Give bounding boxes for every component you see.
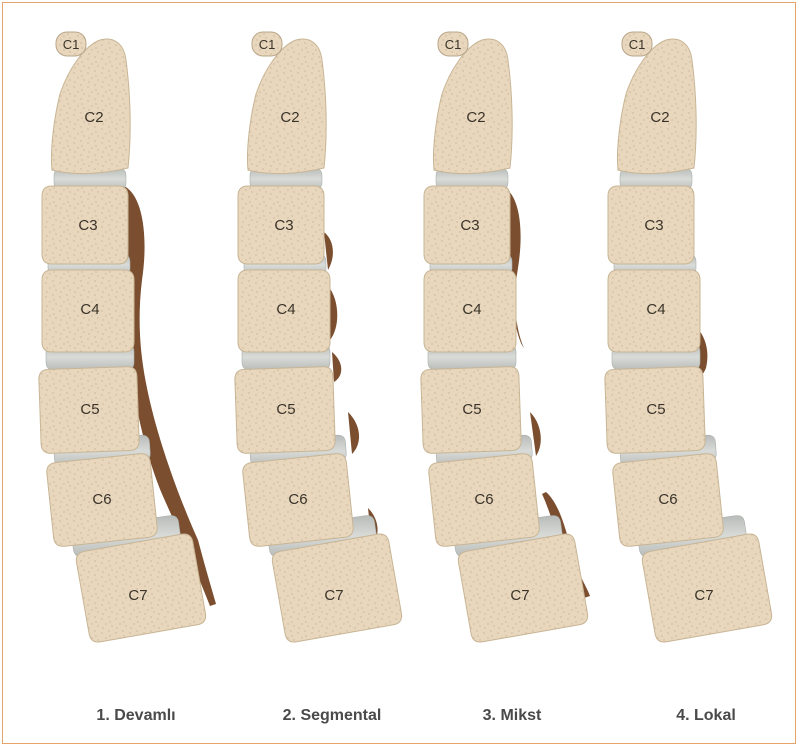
vertebra-label-c2: C2 xyxy=(280,109,299,126)
vertebra-label-c1: C1 xyxy=(63,37,80,52)
vertebra-label-c5: C5 xyxy=(462,401,481,418)
caption-lokal: 4. Lokal xyxy=(676,707,736,725)
vertebra-label-c2: C2 xyxy=(650,109,669,126)
vertebra-label-c6: C6 xyxy=(92,491,111,508)
vertebra-label-c7: C7 xyxy=(510,587,529,604)
vertebra-label-c6: C6 xyxy=(658,491,677,508)
vertebra-label-c3: C3 xyxy=(78,217,97,234)
vertebra-label-c3: C3 xyxy=(460,217,479,234)
vertebra-label-c6: C6 xyxy=(288,491,307,508)
caption-segmental: 2. Segmental xyxy=(283,707,382,725)
vertebra-c2 xyxy=(617,39,696,174)
vertebra-label-c1: C1 xyxy=(629,37,646,52)
caption-devamli: 1. Devamlı xyxy=(96,707,175,725)
vertebra-label-c6: C6 xyxy=(474,491,493,508)
vertebra-label-c5: C5 xyxy=(80,401,99,418)
vertebra-c2 xyxy=(433,39,512,174)
vertebra-label-c4: C4 xyxy=(276,301,295,318)
vertebra-label-c7: C7 xyxy=(128,587,147,604)
vertebra-c2 xyxy=(51,39,130,174)
vertebra-label-c7: C7 xyxy=(694,587,713,604)
vertebra-label-c4: C4 xyxy=(462,301,481,318)
vertebra-label-c4: C4 xyxy=(646,301,665,318)
caption-mikst: 3. Mikst xyxy=(483,707,542,725)
vertebra-label-c4: C4 xyxy=(80,301,99,318)
vertebra-c2 xyxy=(247,39,326,174)
vertebra-label-c2: C2 xyxy=(466,109,485,126)
vertebra-label-c5: C5 xyxy=(276,401,295,418)
vertebra-label-c1: C1 xyxy=(259,37,276,52)
vertebra-label-c5: C5 xyxy=(646,401,665,418)
vertebra-label-c1: C1 xyxy=(445,37,462,52)
vertebra-label-c7: C7 xyxy=(324,587,343,604)
vertebra-label-c2: C2 xyxy=(84,109,103,126)
vertebra-label-c3: C3 xyxy=(274,217,293,234)
vertebra-label-c3: C3 xyxy=(644,217,663,234)
